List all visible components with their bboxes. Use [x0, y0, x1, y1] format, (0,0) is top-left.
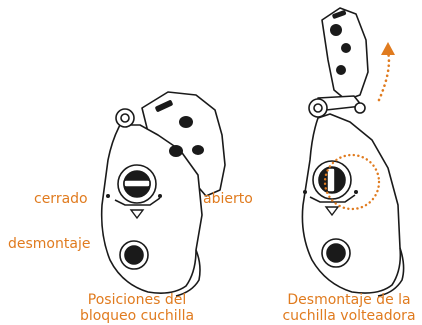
highlight-dotted-circle	[323, 153, 381, 211]
right-bottom-hole	[321, 238, 351, 268]
left-lock-knob	[114, 164, 161, 206]
caption-right: Desmontaje de la cuchilla volteadora	[279, 292, 419, 324]
left-position-marks	[106, 194, 162, 220]
caption-left-line2: bloqueo cuchilla	[79, 308, 195, 324]
right-position-marks	[303, 190, 358, 217]
left-bottom-hole	[119, 240, 149, 270]
label-open: abierto	[203, 191, 253, 207]
label-removal: desmontaje	[8, 236, 91, 252]
caption-right-line2: cuchilla volteadora	[282, 308, 416, 324]
right-blade-holes	[330, 10, 351, 75]
left-flap-holes	[155, 100, 204, 157]
caption-right-line1: Desmontaje de la	[287, 292, 411, 308]
label-closed: cerrado	[34, 191, 88, 207]
caption-left: Posiciones del bloqueo cuchilla	[62, 292, 212, 324]
caption-left-line1: Posiciones del	[87, 292, 187, 308]
rotate-up-arrow-head-icon	[381, 42, 395, 55]
rotate-up-arrow-path	[377, 50, 391, 102]
right-lock-knob	[309, 160, 356, 203]
